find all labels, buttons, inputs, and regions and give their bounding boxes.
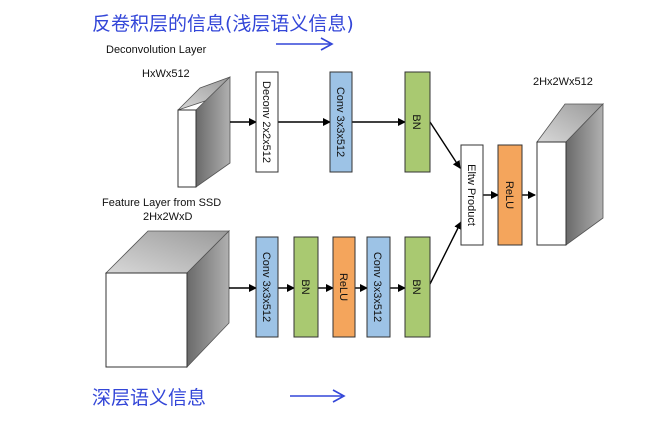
bottom-conv2-block-label: Conv 3x3x512 xyxy=(371,252,383,322)
input-bottom-cube xyxy=(105,230,230,368)
top-conv-block-label: Conv 3x3x512 xyxy=(334,87,346,157)
bottom-bn1-block-label: BN xyxy=(299,279,311,294)
output-size-label: 2Hx2Wx512 xyxy=(533,76,593,88)
bottom-conv1-block-label: Conv 3x3x512 xyxy=(260,252,272,322)
deconv-block-label: Deconv 2x2x512 xyxy=(260,81,272,163)
input-bottom-size-label: 2Hx2WxD xyxy=(143,211,193,223)
eltw-product-block-label: Eltw Product xyxy=(465,164,477,226)
bottom-annotation: 深层语义信息 xyxy=(92,387,206,409)
output-relu-block-label: ReLU xyxy=(503,181,515,209)
bottom-annotation-arrow xyxy=(290,389,346,403)
eltw-product-block: Eltw Product xyxy=(460,144,484,246)
connections xyxy=(229,118,536,292)
bottom-conv2-block: Conv 3x3x512 xyxy=(366,236,391,338)
bottom-relu-block: ReLU xyxy=(332,236,356,338)
deconv-block: Deconv 2x2x512 xyxy=(255,71,279,173)
top-bn-block: BN xyxy=(404,71,431,173)
top-bn-block-label: BN xyxy=(410,114,422,129)
output-cube xyxy=(536,103,604,246)
input-top-size-label: HxWx512 xyxy=(142,68,190,80)
input-top-cube xyxy=(177,76,231,188)
bottom-conv1-block: Conv 3x3x512 xyxy=(255,236,279,338)
bottom-relu-block-label: ReLU xyxy=(337,273,349,301)
bottom-bn1-block: BN xyxy=(293,236,319,338)
top-annotation-arrow xyxy=(276,37,334,51)
feature-layer-label: Feature Layer from SSD xyxy=(102,197,221,209)
deconv-layer-label: Deconvolution Layer xyxy=(106,44,207,56)
bottom-bn2-block-label: BN xyxy=(410,279,422,294)
top-conv-block: Conv 3x3x512 xyxy=(329,71,353,173)
top-annotation: 反卷积层的信息(浅层语义信息) xyxy=(92,13,354,35)
output-relu-block: ReLU xyxy=(497,144,523,246)
bottom-bn2-block: BN xyxy=(404,236,431,338)
